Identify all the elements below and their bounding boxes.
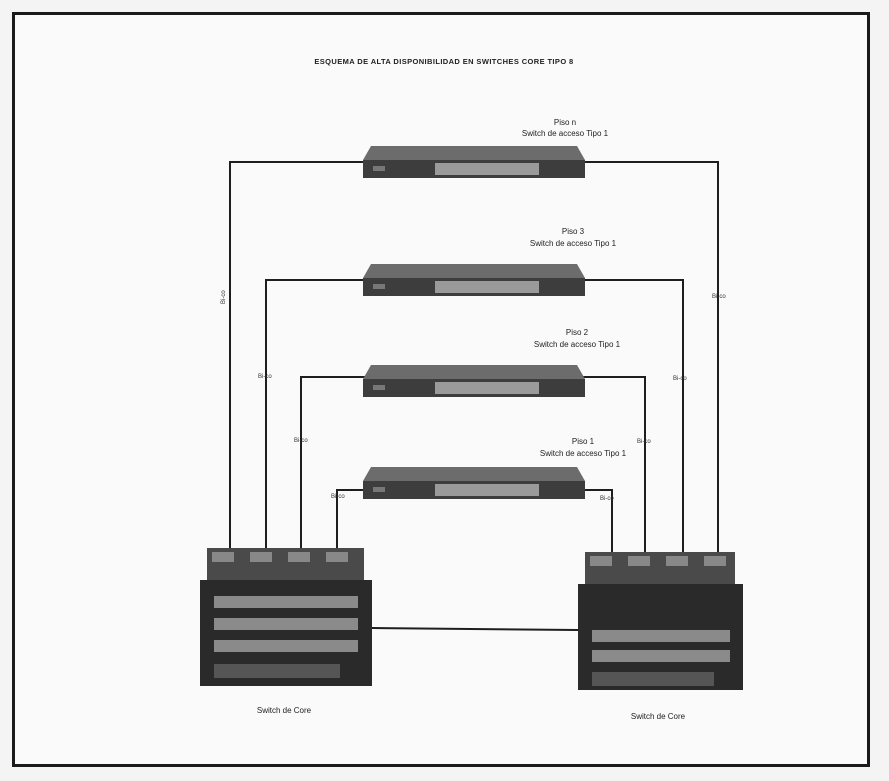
switch-type-piso-n: Switch de acceso Tipo 1	[522, 129, 609, 138]
link-label-left-1: Bi-co	[331, 494, 345, 500]
link-core-left-piso-3	[265, 279, 365, 555]
link-core-right-piso-2	[582, 376, 646, 558]
link-label-left-n: Bi-co	[221, 290, 227, 304]
switch-type-piso-3: Switch de acceso Tipo 1	[530, 239, 617, 248]
access-switch-piso-1	[363, 467, 585, 499]
floor-label-piso-1: Piso 1	[572, 437, 595, 446]
floor-label-piso-n: Piso n	[554, 118, 576, 127]
floor-label-piso-3: Piso 3	[562, 227, 585, 236]
connection-lines	[229, 161, 719, 631]
link-core-left-piso-2	[300, 376, 365, 555]
link-label-right-2: Bi-co	[637, 439, 651, 445]
diagram-title: ESQUEMA DE ALTA DISPONIBILIDAD EN SWITCH…	[314, 57, 574, 66]
link-core-left-piso-n	[229, 161, 365, 555]
link-core-right-piso-1	[582, 489, 613, 558]
link-core-right-piso-n	[582, 161, 719, 558]
link-core-right-piso-3	[582, 279, 684, 558]
core-switch-left	[200, 548, 372, 686]
link-labels: Bi-co Bi-co Bi-co Bi-co Bi-co Bi-co Bi-c…	[221, 290, 726, 502]
access-switch-piso-n	[363, 146, 585, 178]
core-switch-right	[578, 552, 743, 690]
link-label-left-2: Bi-co	[294, 438, 308, 444]
access-switch-piso-3	[363, 264, 585, 296]
link-core-left-piso-1	[336, 489, 365, 555]
link-label-left-3: Bi-co	[258, 374, 272, 380]
core-label-left: Switch de Core	[257, 706, 312, 715]
link-core-core	[371, 627, 579, 631]
link-label-right-3: Bi-co	[673, 376, 687, 382]
link-label-right-n: Bi-co	[712, 294, 726, 300]
core-label-right: Switch de Core	[631, 712, 686, 721]
switch-type-piso-1: Switch de acceso Tipo 1	[540, 449, 627, 458]
floor-label-piso-2: Piso 2	[566, 328, 589, 337]
access-captions: Piso n Switch de acceso Tipo 1 Piso 3 Sw…	[522, 118, 627, 458]
link-label-right-1: Bi-co	[600, 496, 614, 502]
access-switch-piso-2	[363, 365, 585, 397]
switch-type-piso-2: Switch de acceso Tipo 1	[534, 340, 621, 349]
